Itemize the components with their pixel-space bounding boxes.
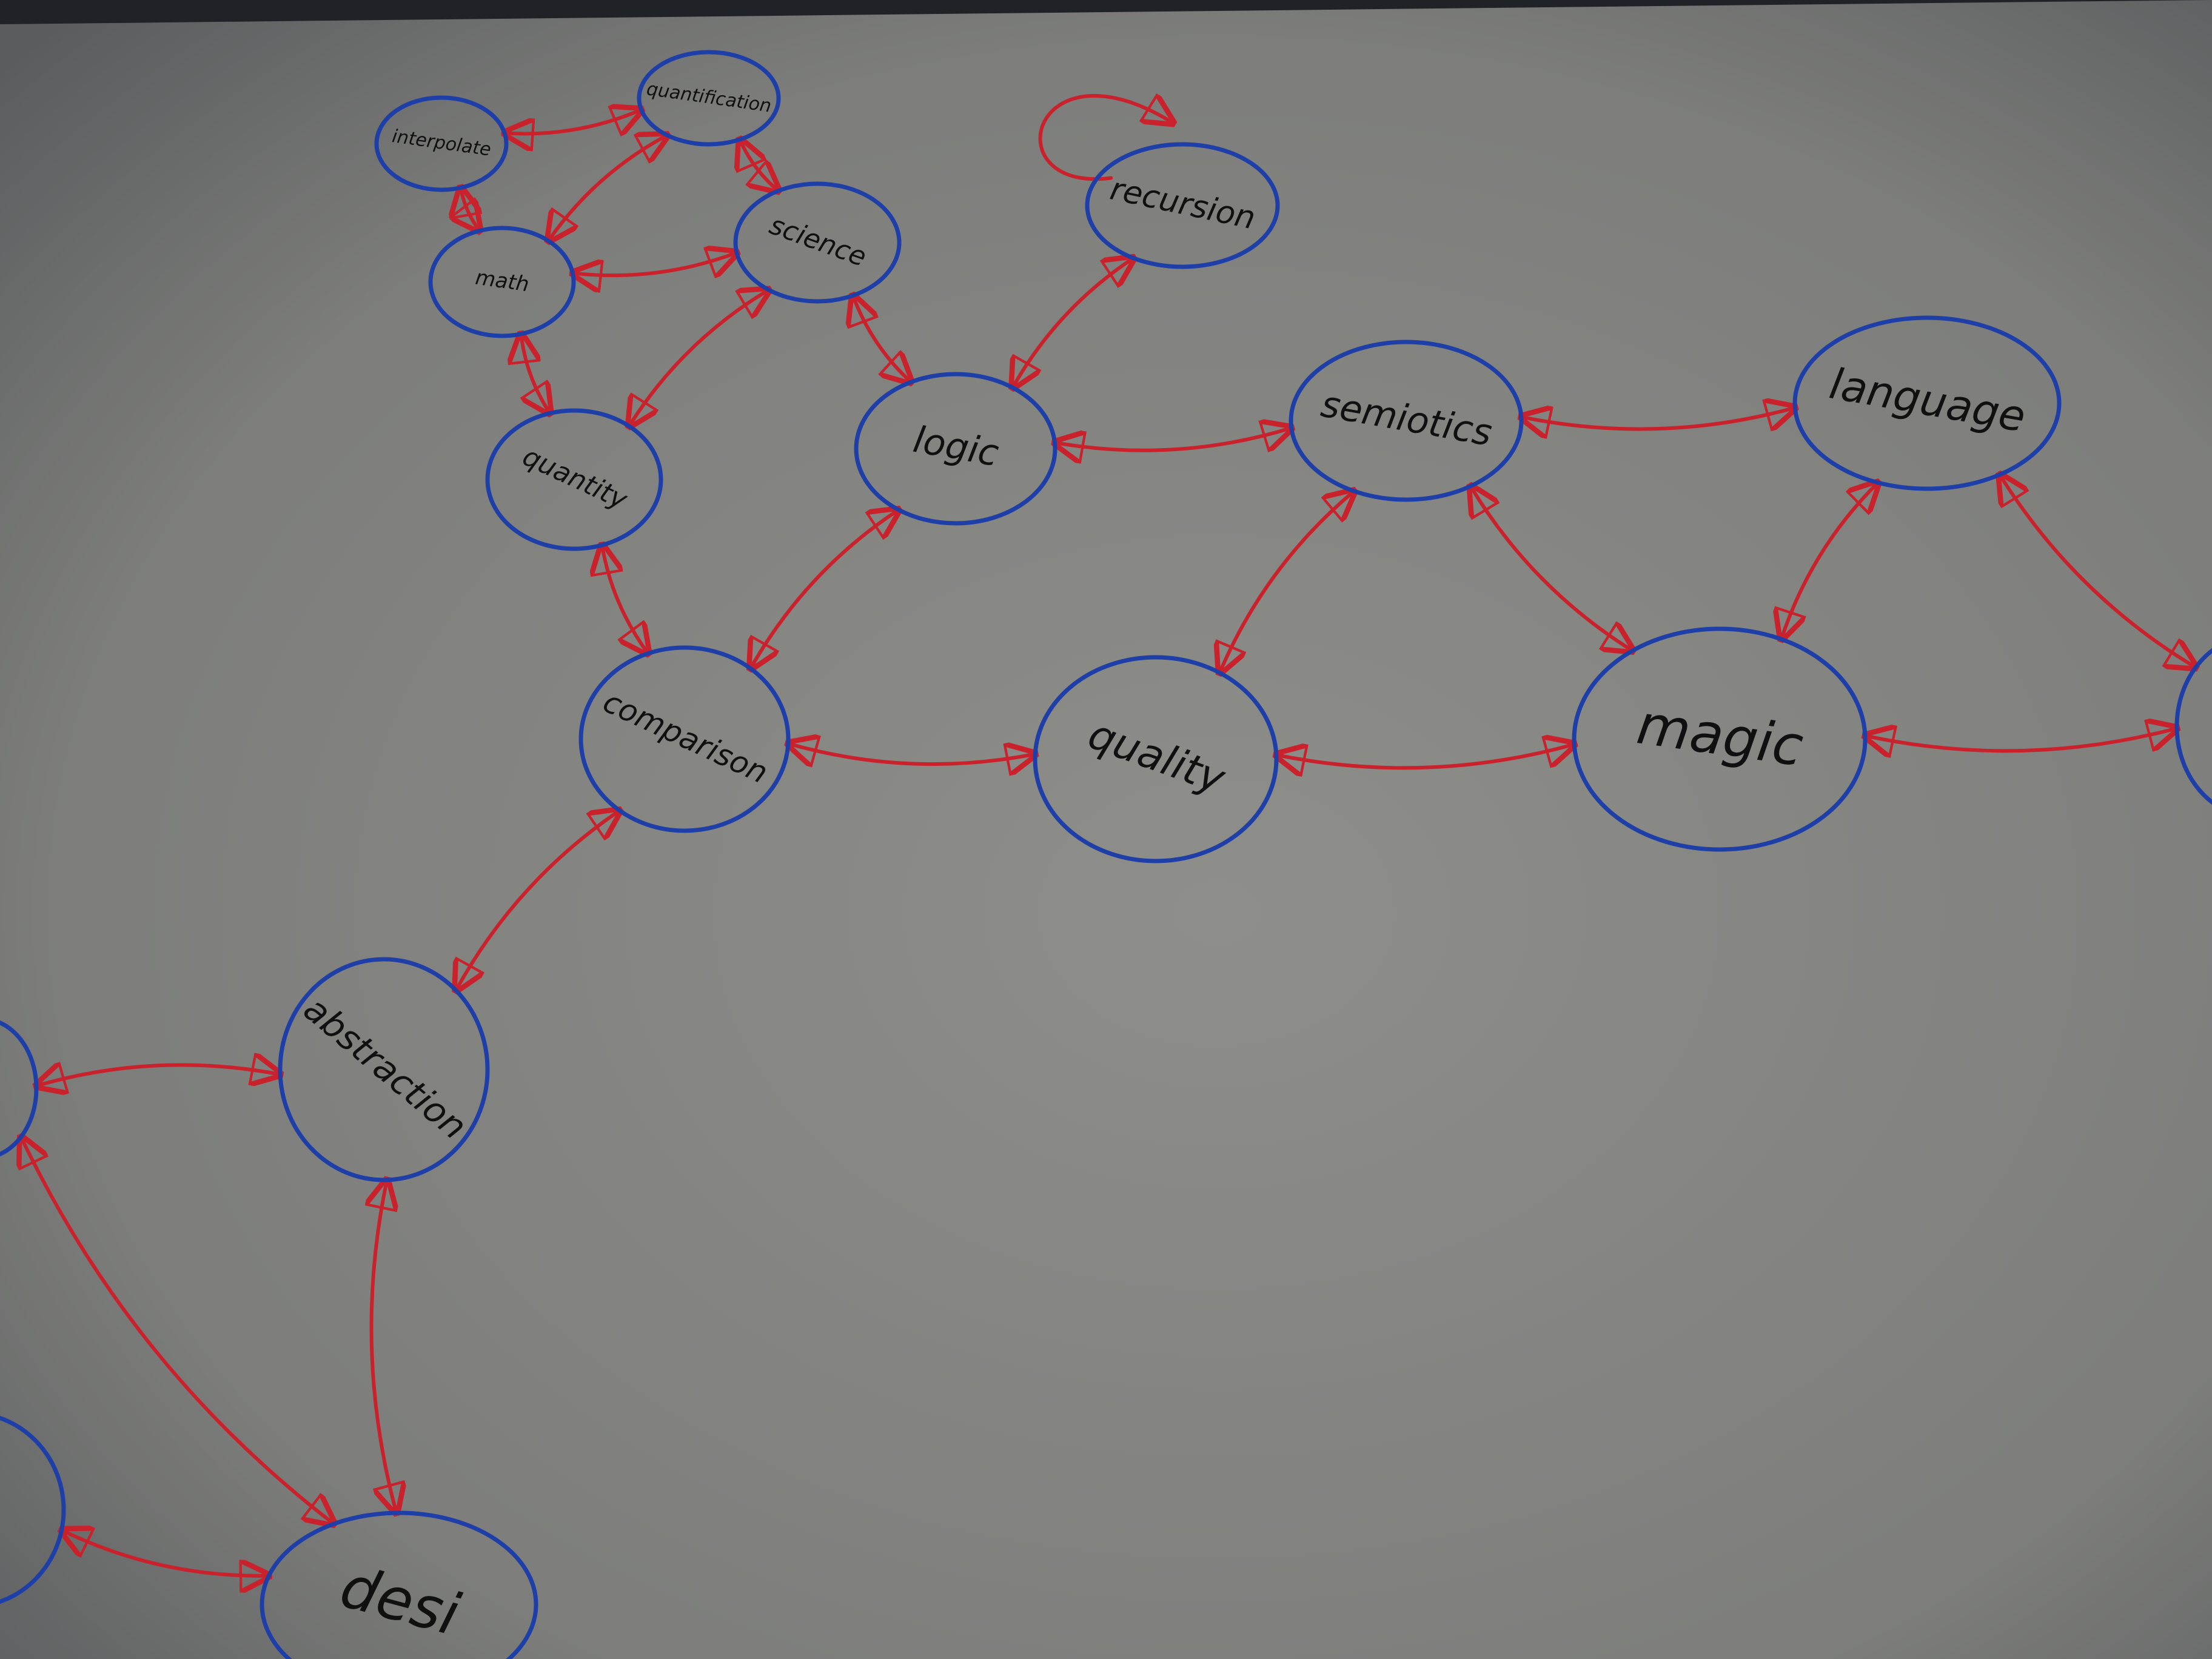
edge-semiotics-quality xyxy=(1219,491,1354,673)
edge-comparison-abstraction xyxy=(456,811,620,991)
edge-semiotics-magic xyxy=(1470,486,1632,651)
edge-abstraction-offscreen-left-1 xyxy=(36,1065,280,1085)
edge-recursion-recursion xyxy=(1038,96,1173,181)
node-circle-quantification xyxy=(637,50,781,147)
node-circle-quality xyxy=(1033,655,1279,863)
node-circle-offscreen-right xyxy=(2174,648,2212,805)
edge-quantification-math xyxy=(548,135,667,241)
edge-magic-offscreen-right xyxy=(1865,728,2177,751)
edge-quantification-science xyxy=(740,139,779,191)
node-circle-quantity xyxy=(485,408,663,551)
edge-recursion-logic xyxy=(1013,258,1133,388)
edge-logic-semiotics xyxy=(1054,428,1291,451)
node-circle-offscreen-left-1 xyxy=(0,1020,39,1157)
edge-offscreen-left-2-desire xyxy=(62,1530,269,1575)
edge-quality-magic xyxy=(1276,745,1574,768)
node-circle-abstraction xyxy=(278,957,490,1182)
node-circle-logic xyxy=(854,372,1057,526)
edge-science-logic xyxy=(853,295,911,382)
node-circle-math xyxy=(428,226,576,338)
node-circle-interpolate xyxy=(374,95,509,192)
edge-science-quantity xyxy=(629,290,769,426)
node-circle-comparison xyxy=(578,645,791,833)
node-circle-semiotics xyxy=(1289,340,1524,502)
edge-language-offscreen-right xyxy=(2000,475,2196,668)
edge-logic-comparison xyxy=(751,510,899,669)
edge-interpolate-quantification xyxy=(504,110,642,134)
edge-quantity-comparison xyxy=(602,545,648,654)
node-circle-recursion xyxy=(1085,142,1280,269)
edge-language-magic xyxy=(1781,483,1878,639)
edge-layer xyxy=(21,96,2196,1576)
edge-abstraction-desire xyxy=(372,1180,397,1513)
node-circle-magic xyxy=(1572,626,1868,852)
node-offscreen-left-2 xyxy=(0,1415,66,1604)
edge-math-quantity xyxy=(521,334,550,414)
edge-offscreen-left-1-desire xyxy=(21,1137,334,1524)
node-offscreen-left-1 xyxy=(0,1020,39,1157)
edge-interpolate-math xyxy=(461,188,480,231)
node-circle-language xyxy=(1792,315,2062,491)
edge-comparison-quality xyxy=(788,743,1035,764)
node-circle-offscreen-left-2 xyxy=(0,1415,66,1604)
node-offscreen-right xyxy=(2174,648,2212,805)
node-circle-desire xyxy=(260,1510,538,1659)
edge-math-science xyxy=(572,253,737,276)
node-circle-science xyxy=(733,181,902,304)
edge-semiotics-language xyxy=(1521,407,1795,429)
